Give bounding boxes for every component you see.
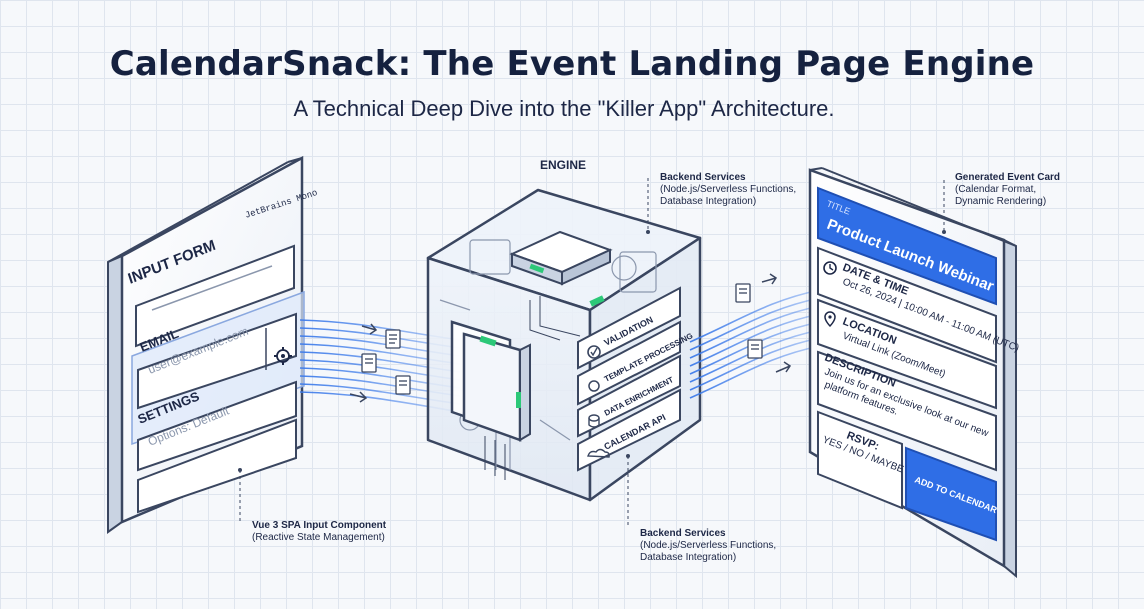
page-subtitle: A Technical Deep Dive into the "Killer A… [293, 96, 835, 121]
name-input[interactable] [135, 244, 295, 348]
flow-arrows-right [761, 273, 792, 373]
location-pin-icon [824, 311, 836, 328]
email-input[interactable] [137, 312, 297, 410]
backend-callout-bottom: Backend Services (Node.js/Serverless Fun… [640, 528, 777, 563]
input-form-panel: JetBrains Mono INPUT FORM EMAIL user@exa… [107, 155, 319, 534]
settings-input[interactable] [137, 380, 297, 472]
backend-callout-top: Backend Services (Node.js/Serverless Fun… [660, 172, 797, 207]
add-to-calendar-button[interactable] [905, 446, 997, 542]
document-icon [735, 283, 763, 359]
document-icon [361, 329, 411, 395]
event-card-callout: Generated Event Card (Calendar Format, D… [955, 172, 1061, 207]
gear-icon[interactable] [274, 347, 292, 365]
clock-icon [823, 261, 837, 275]
page-title: CalendarSnack: The Event Landing Page En… [109, 44, 1035, 84]
rsvp-box[interactable] [817, 410, 903, 510]
input-component-callout: Vue 3 SPA Input Component (Reactive Stat… [252, 520, 387, 543]
extra-input[interactable] [137, 418, 297, 514]
event-card-panel: TITLE Product Launch Webinar DATE & TIME… [808, 167, 1020, 579]
engine-label: ENGINE [540, 158, 587, 172]
flow-arrows-left [349, 323, 378, 403]
